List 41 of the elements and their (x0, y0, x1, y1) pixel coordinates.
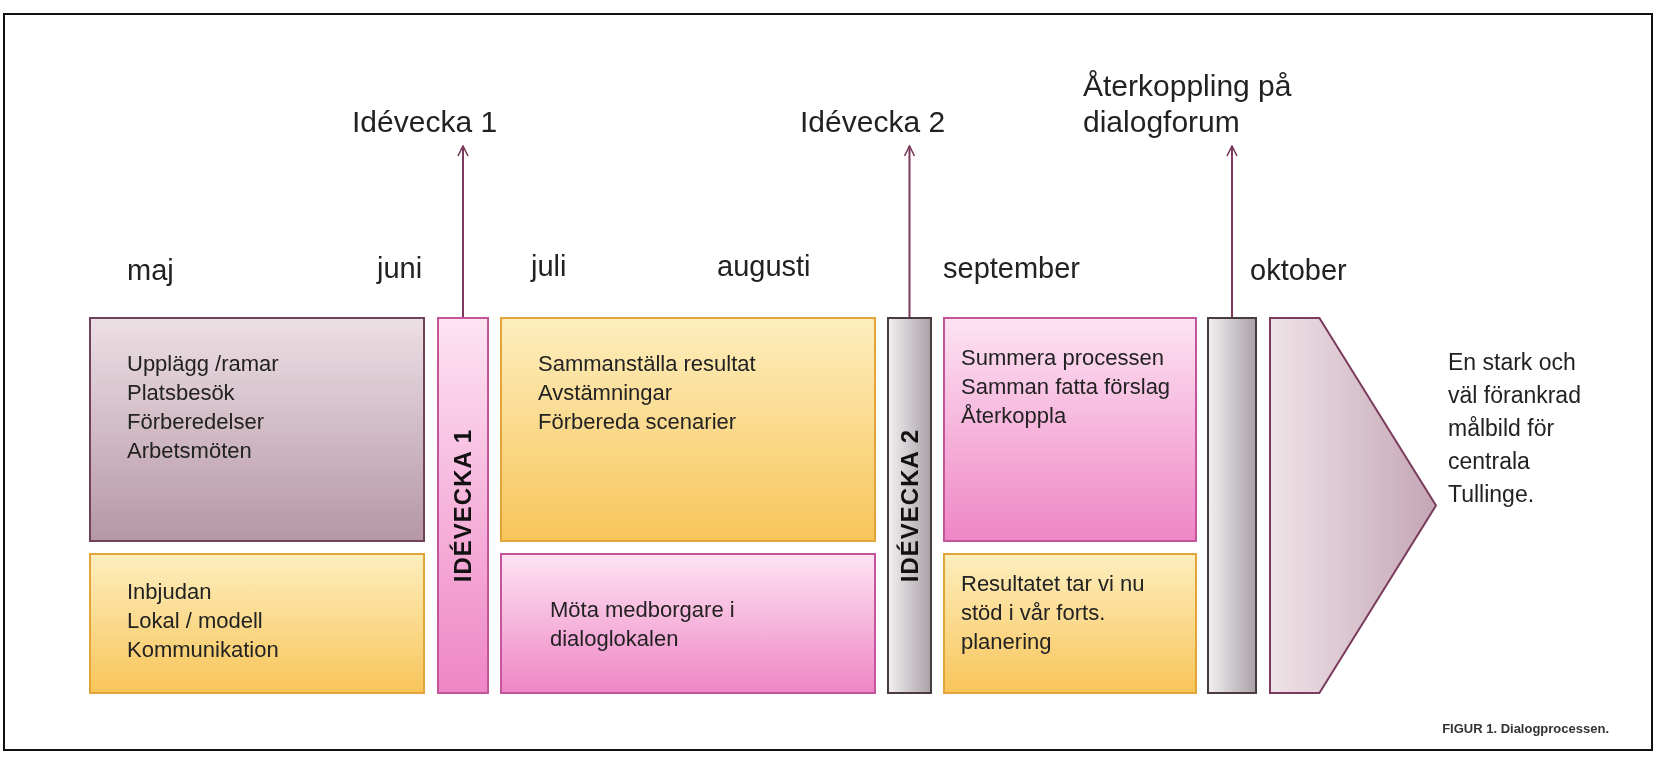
arrow (1226, 145, 1238, 318)
week-text: IDÉVECKA 1 (449, 428, 477, 583)
activity-text: Förbereda scenarier (538, 408, 738, 436)
activity-text: Platsbesök (127, 379, 236, 407)
month-label: september (943, 252, 1080, 285)
activity-text: Lokal / modell (127, 607, 264, 635)
activity-text: Återkoppla (961, 402, 1068, 430)
activity-text: Arbetsmöten (127, 437, 253, 465)
figure-caption: FIGUR 1. Dialogprocessen. (1442, 721, 1609, 736)
process-box (89, 553, 425, 694)
activity-text: Samman fatta förslag (961, 373, 1172, 401)
goal-text: En stark och väl förankrad målbild för centrala Tullinge. (1448, 348, 1582, 509)
milestone-label: Idévecka 2 (800, 104, 1000, 140)
activity-text: Inbjudan (127, 578, 213, 606)
activity-text: Kommunikation (127, 636, 280, 664)
month-label: maj (127, 254, 174, 287)
milestone-label: Återkoppling på dialogforum (1083, 68, 1383, 140)
process-box (500, 317, 876, 542)
process-box (89, 317, 425, 542)
week-bar (437, 317, 489, 694)
arrow (903, 145, 916, 318)
activity-text: Upplägg /ramar (127, 350, 280, 378)
activity-text: Sammanställa resultat (538, 350, 757, 378)
week-text: IDÉVECKA 2 (895, 428, 924, 583)
feedback-bar (1207, 317, 1257, 694)
process-box (943, 317, 1197, 542)
activity-text: Resultatet tar vi nu stöd i vår forts. planering (961, 570, 1146, 656)
process-box (500, 553, 876, 694)
milestone-label: Idévecka 1 (352, 104, 552, 140)
arrow (457, 145, 469, 318)
activity-text: Summera processen (961, 344, 1165, 372)
month-label: juli (531, 250, 567, 283)
activity-text: Avstämningar (538, 379, 674, 407)
activity-text: Möta medborgare i dialoglokalen (550, 596, 736, 653)
month-label: augusti (717, 250, 811, 283)
week-bar (887, 317, 932, 694)
process-box (943, 553, 1197, 694)
month-label: oktober (1250, 254, 1347, 287)
activity-text: Förberedelser (127, 408, 265, 436)
month-label: juni (377, 252, 423, 285)
goal-arrow-shape (1269, 317, 1437, 694)
